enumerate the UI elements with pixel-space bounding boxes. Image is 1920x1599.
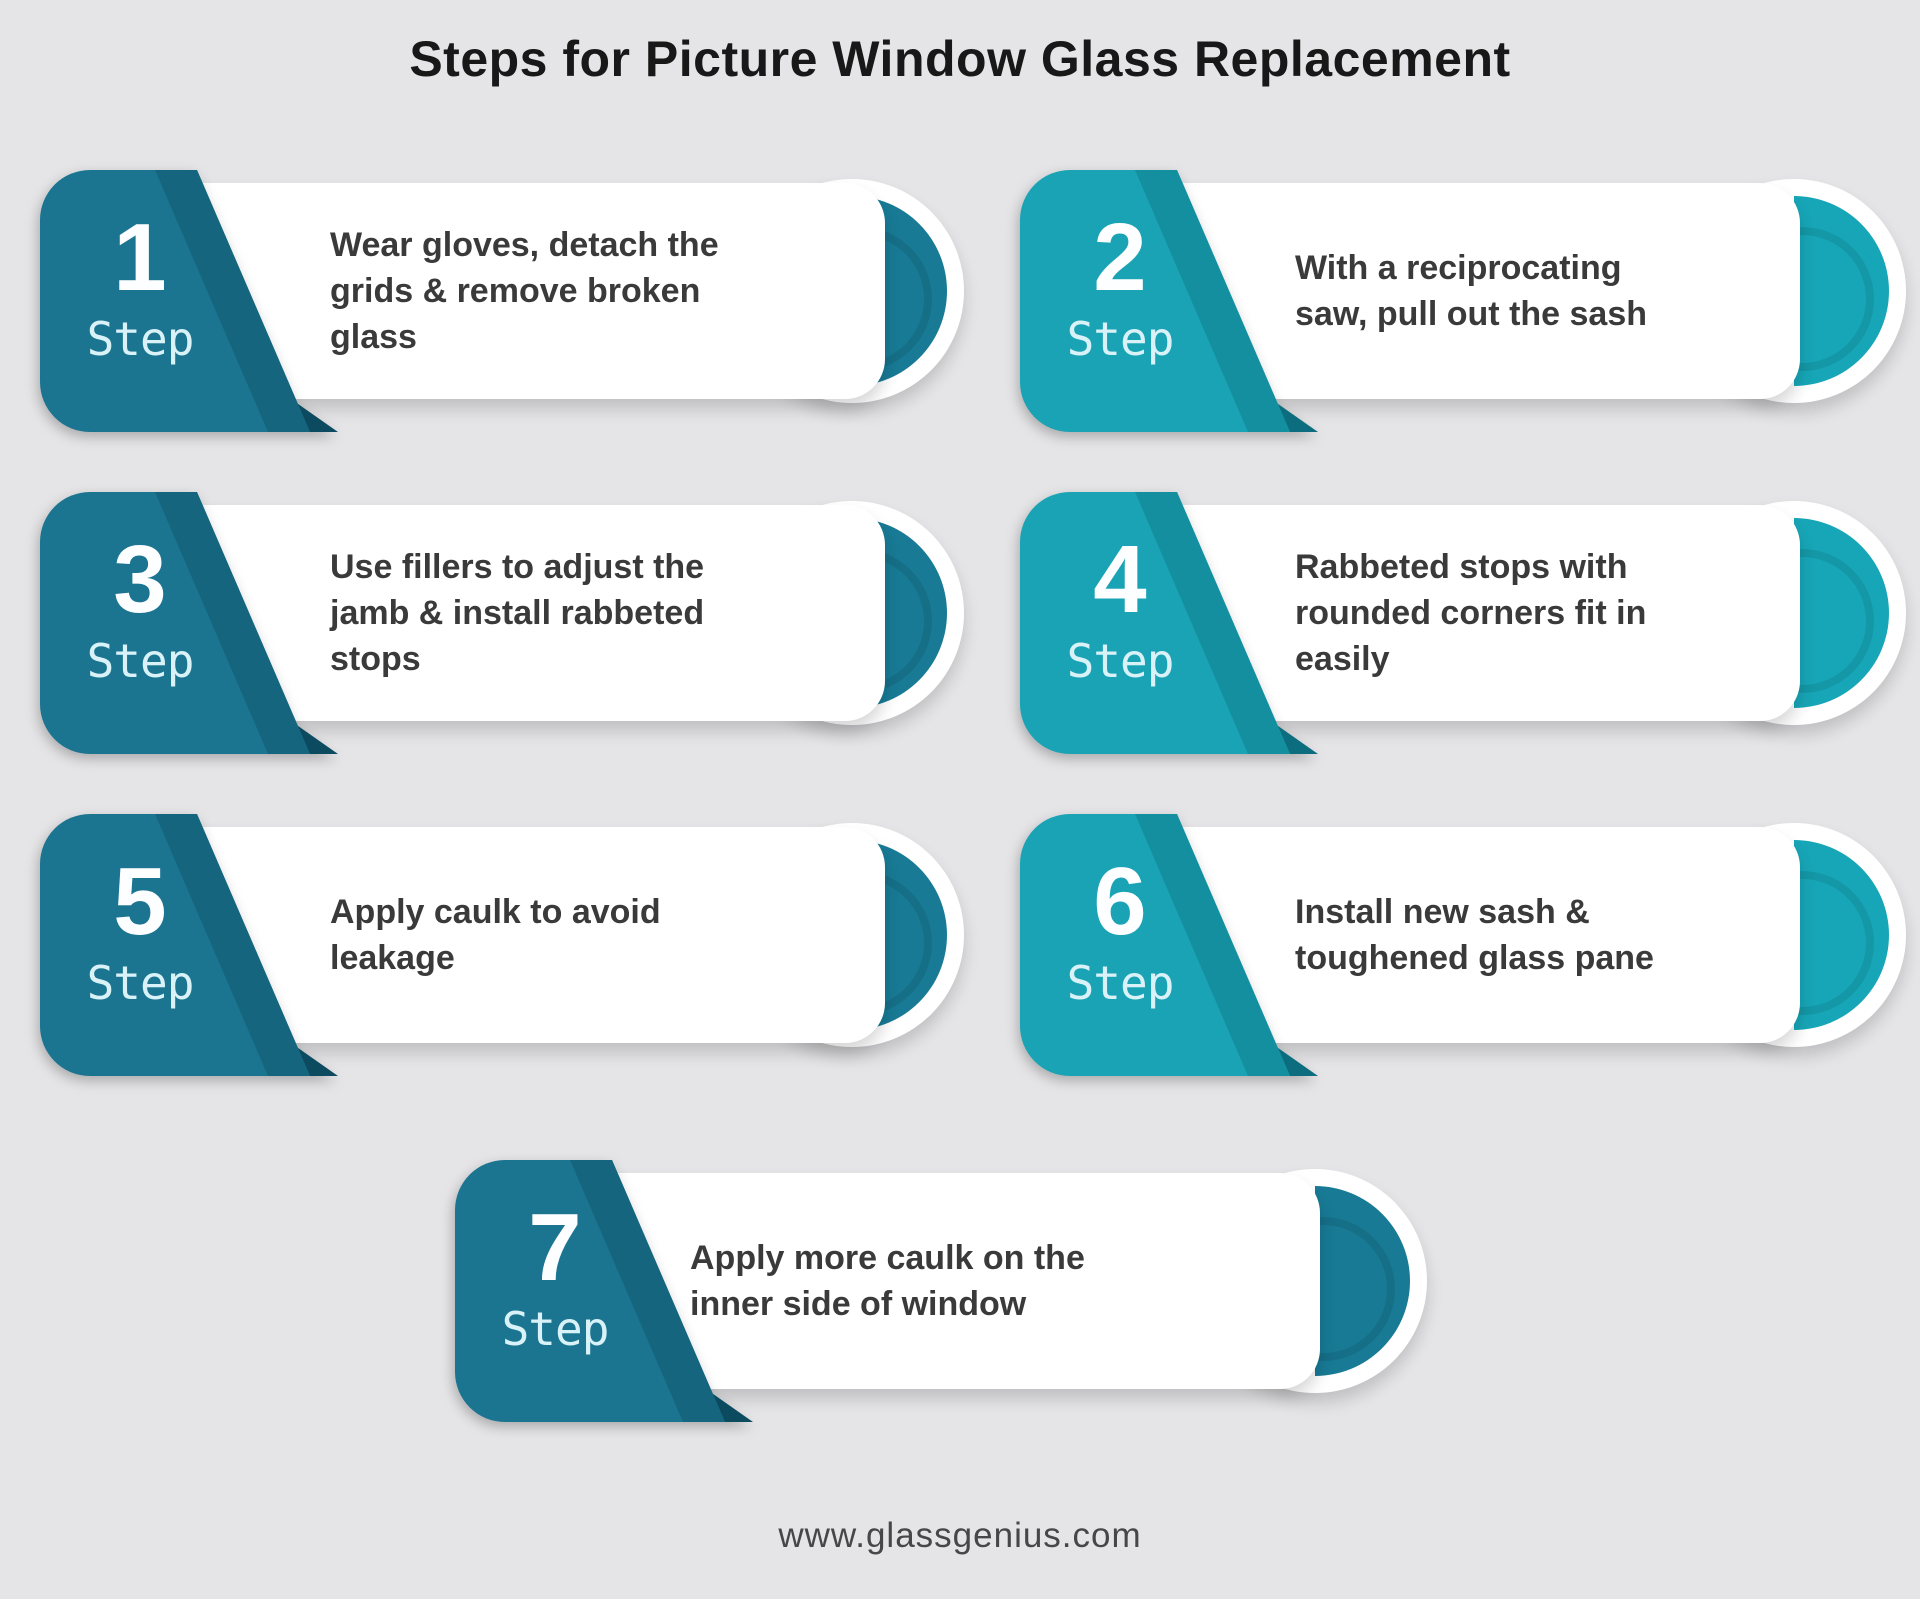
step-tab-text: 3 Step (50, 532, 230, 687)
step-tab-ribbon-icon (1020, 814, 1318, 1076)
inner-ring-icon (1794, 227, 1874, 371)
step-tab-text: 2 Step (1030, 210, 1210, 365)
step-tab-ribbon-icon (455, 1160, 753, 1422)
step-label: Step (1066, 634, 1175, 688)
step-number: 4 (1093, 526, 1147, 633)
step-tab-ribbon-icon (1020, 492, 1318, 754)
step-text: Apply more caulk on the inner side of wi… (690, 1238, 1085, 1323)
inner-ring-icon (1794, 549, 1874, 693)
card-panel: Rabbeted stops with rounded corners fit … (1140, 505, 1800, 721)
step-card-4: Rabbeted stops with rounded corners fit … (1020, 492, 1920, 754)
step-tab-ribbon-icon (40, 170, 338, 432)
card-panel: Install new sash & toughened glass pane (1140, 827, 1800, 1043)
step-label: Step (86, 312, 195, 366)
step-number: 5 (113, 848, 167, 955)
step-card-1: Wear gloves, detach the grids & remove b… (40, 170, 975, 432)
step-label: Step (1066, 312, 1175, 366)
step-card-3: Use fillers to adjust the jamb & install… (40, 492, 975, 754)
step-card-5: Apply caulk to avoid leakage 5 Step (40, 814, 975, 1076)
step-label: Step (1066, 956, 1175, 1010)
step-tab-text: 5 Step (50, 854, 230, 1009)
step-tab-text: 4 Step (1030, 532, 1210, 687)
step-tab-text: 6 Step (1030, 854, 1210, 1009)
step-number: 6 (1093, 848, 1147, 955)
step-label: Step (501, 1302, 610, 1356)
step-tab-ribbon-icon (40, 814, 338, 1076)
step-label: Step (86, 956, 195, 1010)
step-card-7: Apply more caulk on the inner side of wi… (455, 1160, 1465, 1422)
footer-url: www.glassgenius.com (778, 1516, 1142, 1555)
step-card-2: With a reciprocating saw, pull out the s… (1020, 170, 1920, 432)
step-text: Wear gloves, detach the grids & remove b… (330, 225, 719, 357)
step-number: 7 (528, 1194, 582, 1301)
step-text: Install new sash & toughened glass pane (1295, 892, 1654, 977)
step-label: Step (86, 634, 195, 688)
step-text: Apply caulk to avoid leakage (330, 892, 661, 977)
inner-ring-icon (1794, 871, 1874, 1015)
step-tab-text: 7 Step (465, 1200, 645, 1355)
step-number: 3 (113, 526, 167, 633)
step-text: Use fillers to adjust the jamb & install… (330, 547, 705, 679)
step-tab-ribbon-icon (1020, 170, 1318, 432)
page-title: Steps for Picture Window Glass Replaceme… (409, 31, 1511, 87)
step-tab-ribbon-icon (40, 492, 338, 754)
inner-ring-icon (1315, 1217, 1395, 1361)
step-text: With a reciprocating saw, pull out the s… (1295, 248, 1648, 333)
step-card-6: Install new sash & toughened glass pane … (1020, 814, 1920, 1076)
step-number: 2 (1093, 204, 1147, 311)
step-tab-text: 1 Step (50, 210, 230, 365)
card-panel: Apply more caulk on the inner side of wi… (575, 1173, 1320, 1389)
step-number: 1 (113, 204, 167, 311)
step-text: Rabbeted stops with rounded corners fit … (1295, 547, 1647, 679)
